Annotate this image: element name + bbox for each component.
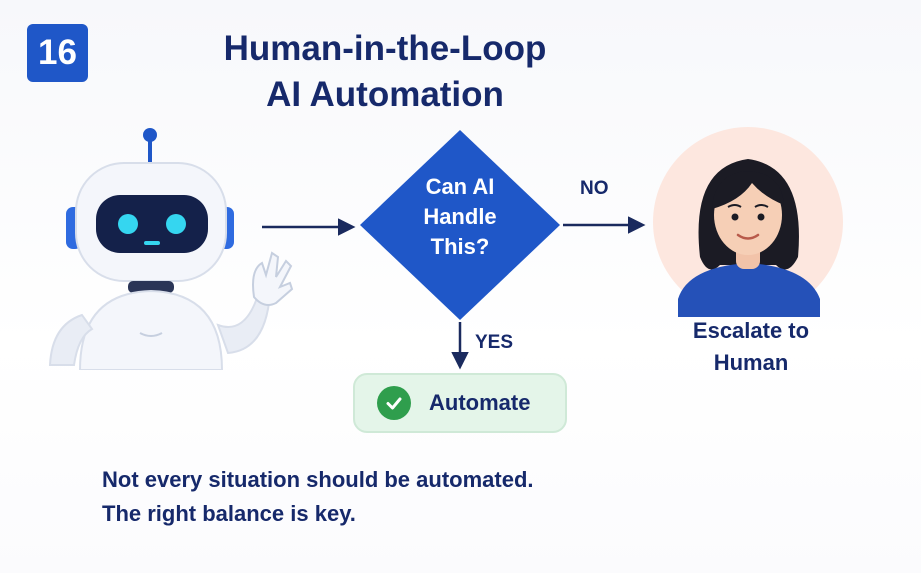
decision-diamond (360, 130, 560, 320)
title-line-1: Human-in-the-Loop (223, 29, 547, 68)
footer-line-1: Not every situation should be automated. (102, 467, 534, 492)
no-branch-label: NO (580, 178, 609, 199)
robot-icon (48, 128, 294, 370)
decision-question: Can AI Handle This? (395, 172, 525, 262)
escalate-line-2: Human (713, 350, 789, 375)
person-icon (653, 127, 843, 317)
automate-label: Automate (429, 390, 531, 415)
yes-branch-label: YES (475, 332, 514, 353)
decision-line-2: Handle (423, 204, 497, 229)
check-icon (377, 386, 411, 420)
decision-line-3: This? (430, 234, 490, 259)
decision-line-1: Can AI (425, 174, 495, 199)
footer-line-2: The right balance is key. (102, 501, 356, 526)
page-title: Human-in-the-Loop AI Automation (170, 26, 600, 118)
escalate-label: Escalate to Human (640, 315, 862, 379)
automate-outcome: Automate (353, 373, 567, 433)
footer-caption: Not every situation should be automated.… (102, 463, 802, 531)
title-line-2: AI Automation (266, 75, 504, 114)
escalate-line-1: Escalate to (692, 318, 810, 343)
step-number-badge: 16 (27, 24, 88, 82)
